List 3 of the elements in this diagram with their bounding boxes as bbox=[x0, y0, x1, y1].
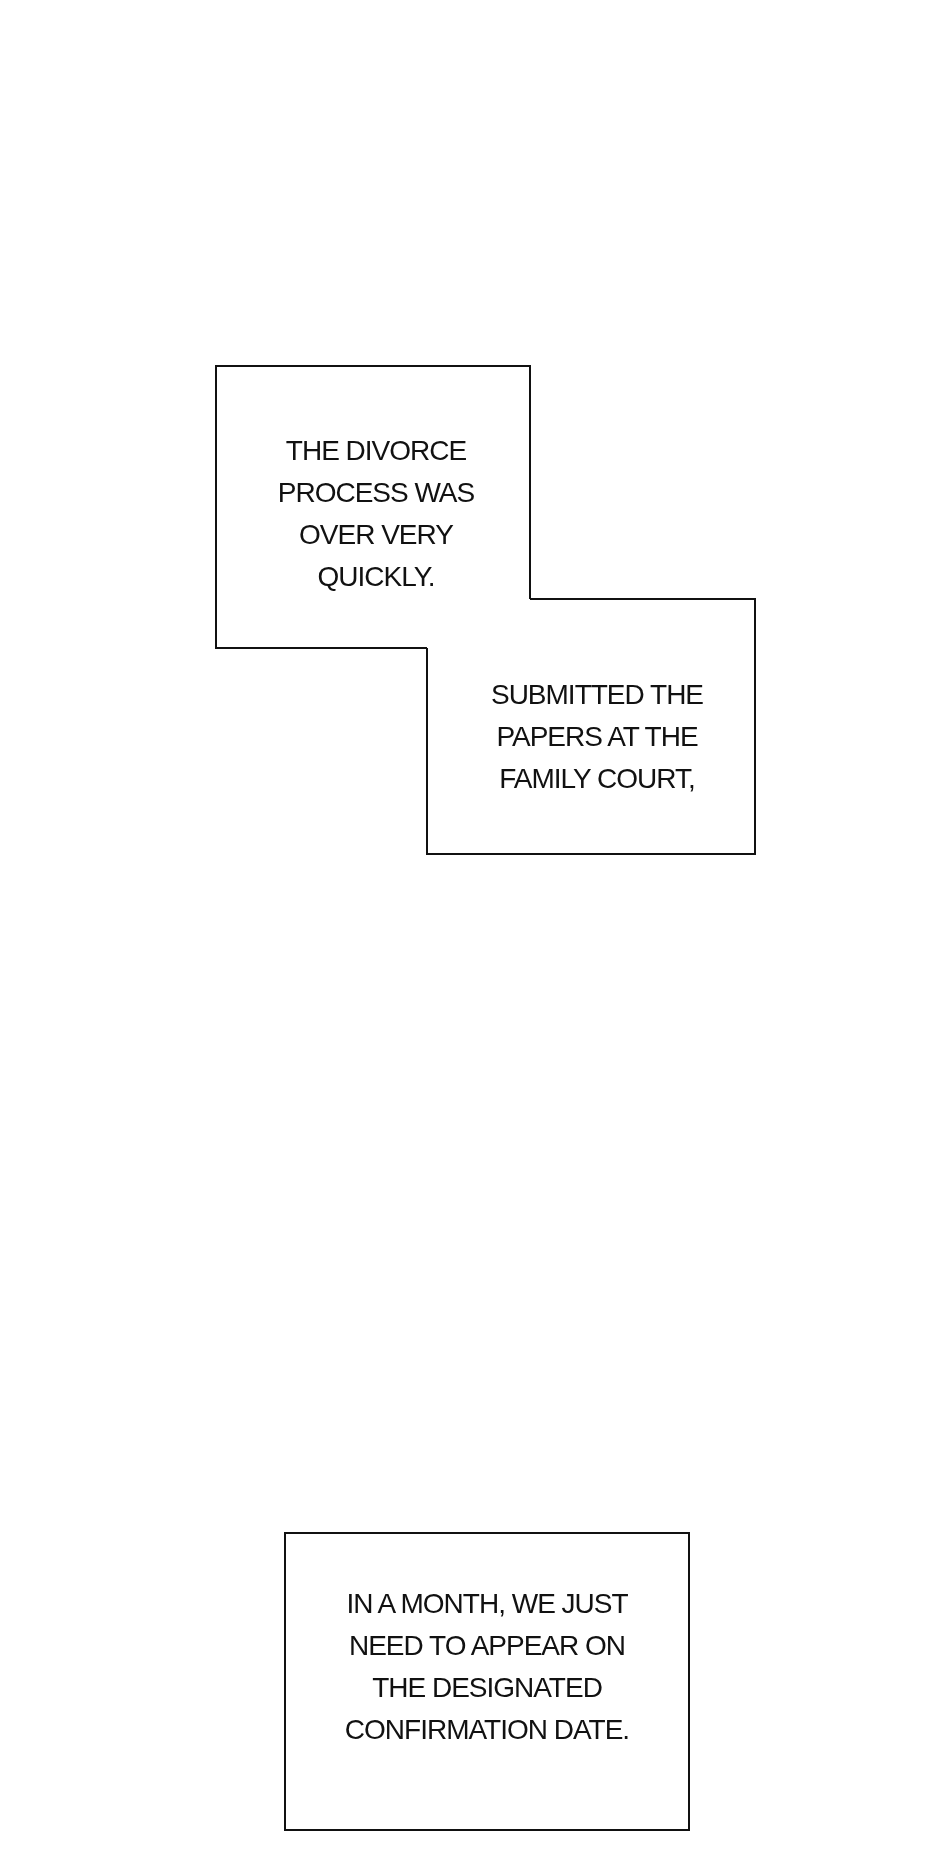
narration-text: IN A MONTH, WE JUST NEED TO APPEAR ON THE DESIGNATED CONFIRMATION DATE. bbox=[343, 1587, 631, 1747]
narration-text: THE DIVORCE PROCESS WAS OVER VERY QUICKLY. bbox=[276, 434, 476, 594]
narration-text: SUBMITTED THE PAPERS AT THE FAMILY COURT, bbox=[489, 678, 705, 796]
